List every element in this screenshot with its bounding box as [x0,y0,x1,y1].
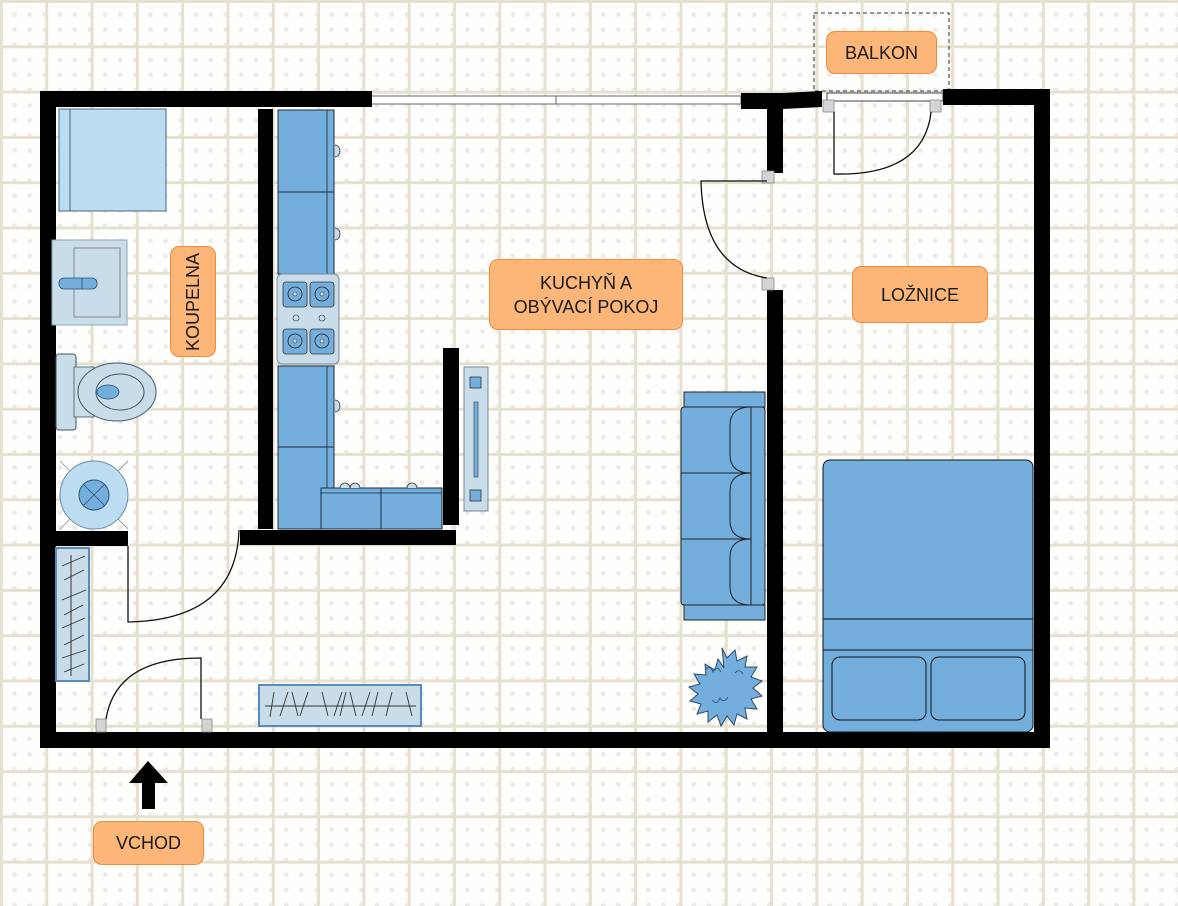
stove-icon [276,273,340,365]
entrance-label: VCHOD [115,833,181,853]
sink-icon [51,239,128,326]
balcony-door-icon [833,111,932,175]
walls [40,89,1050,748]
coat-rack-icon [258,684,422,727]
doors [105,111,932,720]
shoe-rack-icon [55,547,90,682]
tv-stand-icon [463,366,489,512]
bedroom-door-icon [700,180,768,279]
label-loznice: LOŽNICE [852,266,988,323]
shower-icon [59,460,129,530]
toilet-icon [55,353,157,431]
balcony-door-frame [826,92,944,102]
label-koupelna: KOUPELNA [170,246,216,357]
entrance-arrow-icon [129,761,168,809]
bathroom-door-icon [127,529,240,623]
label-vchod: VCHOD [93,821,204,865]
balcony-label: BALKON [844,42,919,63]
double-bed-icon [822,459,1034,733]
entrance-door-icon [105,657,202,720]
sofa-icon [680,391,766,621]
bedroom-label: LOŽNICE [880,284,959,305]
balcony-outline [813,12,950,92]
plant-icon [687,647,764,728]
kitchen-living-label-line1: KUCHYŇ A [539,272,633,293]
bathroom-label: KOUPELNA [183,252,204,351]
kitchen-living-label-line2: OBÝVACÍ POKOJ [513,296,659,317]
window-icon [370,95,742,105]
label-kuchyn-obyvaci-pokoj: KUCHYŇ A OBÝVACÍ POKOJ [489,259,683,330]
label-balkon: BALKON [826,31,937,74]
door-hinges [95,99,942,733]
kitchen-cabinets-icon [277,109,443,530]
bathtub-icon [58,108,167,212]
